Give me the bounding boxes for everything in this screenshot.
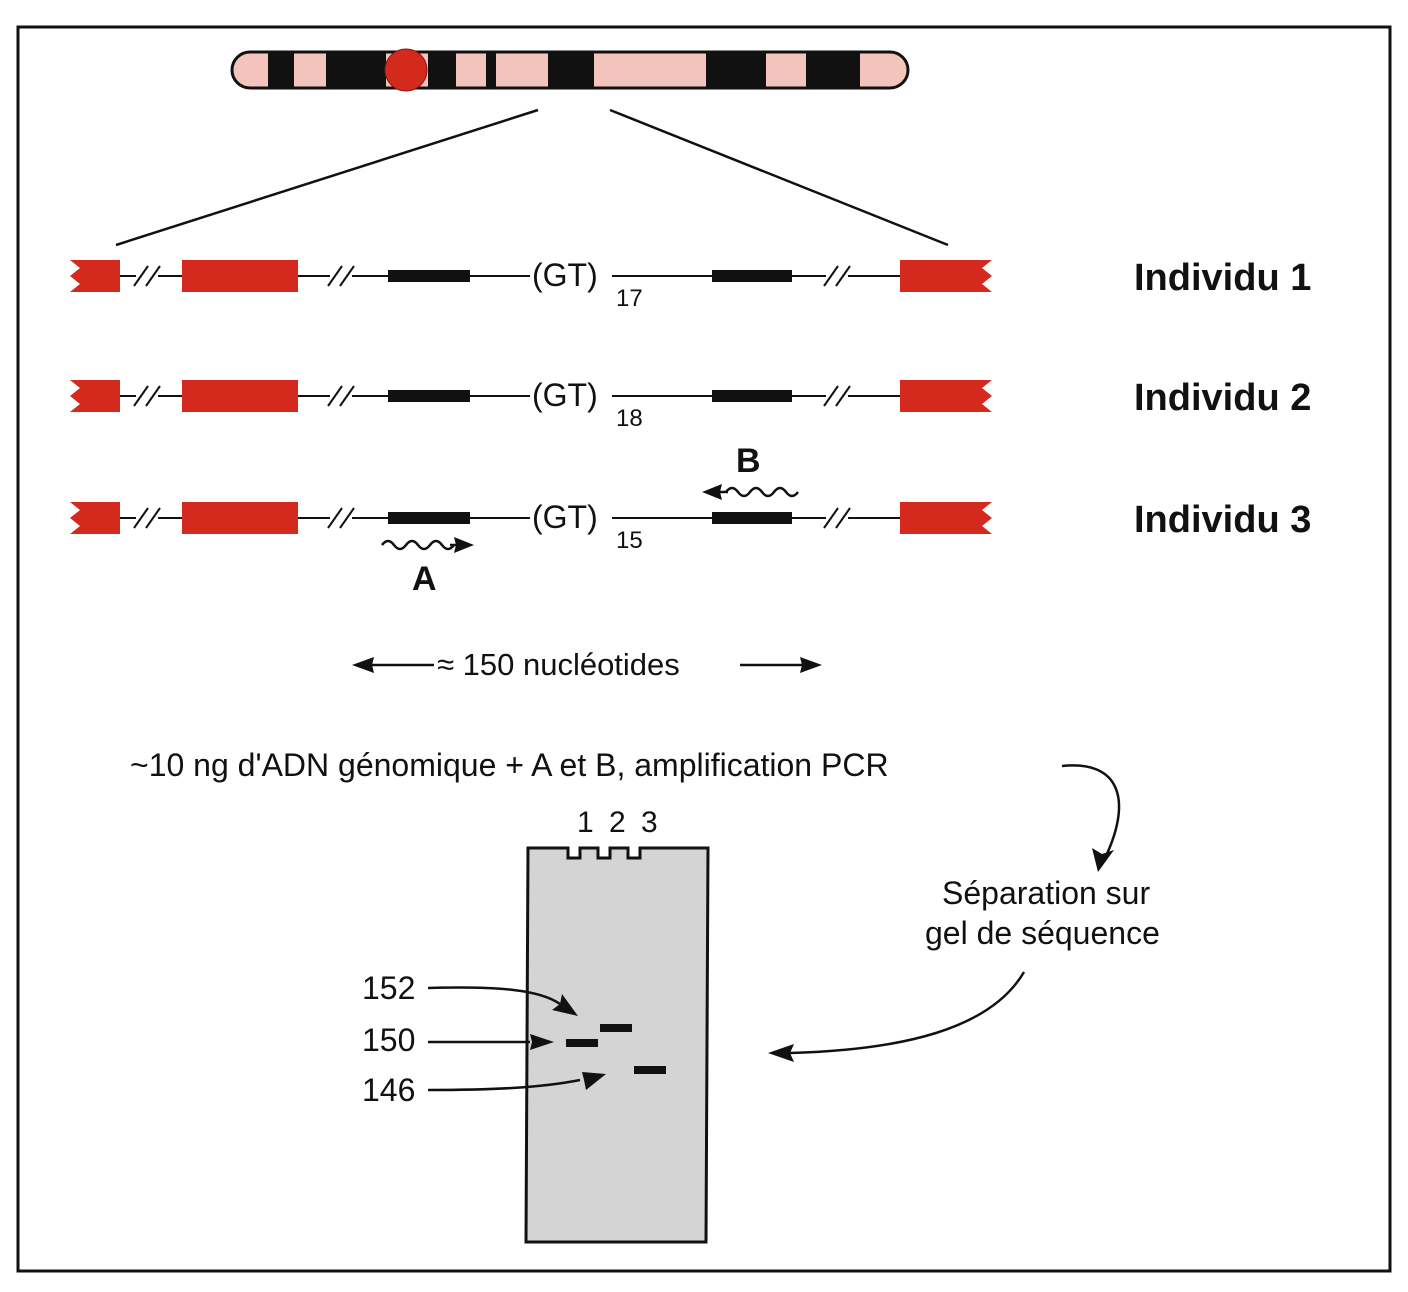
zoom-line-left	[115, 108, 539, 247]
flanking-segment-right	[712, 512, 792, 524]
gel-body	[524, 846, 710, 1244]
primer-b-arrowhead-icon	[702, 484, 722, 500]
flanking-segment-left	[388, 270, 470, 282]
primer-a-wave-icon	[381, 539, 455, 551]
size-label-146: 146	[362, 1072, 415, 1108]
size-pointer-146	[427, 1078, 581, 1092]
break-mark-icon	[133, 265, 161, 287]
separation-line-2: gel de séquence	[925, 915, 1160, 951]
dna-row-individu-1: (GT) 17 Individu 1	[70, 257, 1311, 312]
break-mark-icon	[823, 507, 851, 529]
exon-right-end	[900, 260, 992, 292]
band-lane-3-146	[634, 1066, 666, 1074]
break-mark-icon	[133, 385, 161, 407]
size-pointer-146-head-icon	[582, 1072, 606, 1090]
centromere	[384, 48, 428, 92]
size-label-152: 152	[362, 970, 415, 1006]
zoom-line-right	[609, 108, 949, 247]
repeat-count: 15	[616, 527, 643, 554]
scale-arrow-left-icon	[352, 657, 374, 673]
separation-line-1: Séparation sur	[942, 875, 1150, 911]
gel: 1 2 3	[524, 806, 710, 1244]
exon-right-end	[900, 502, 992, 534]
band-lane-2-152	[600, 1024, 632, 1032]
exon-left-end	[70, 380, 120, 412]
chromosome-band	[326, 53, 386, 87]
lane-label: 1	[577, 806, 594, 839]
size-pointer-150-head-icon	[530, 1034, 554, 1050]
repeat-label: (GT)	[532, 499, 598, 535]
repeat-count: 18	[616, 405, 643, 432]
chromosome-band	[548, 53, 594, 87]
lane-label: 2	[609, 806, 626, 839]
chromosome-band	[268, 53, 294, 87]
break-mark-icon	[327, 507, 355, 529]
primer-b: B	[702, 442, 799, 500]
exon	[182, 260, 298, 292]
exon	[182, 502, 298, 534]
chromosome	[115, 48, 949, 247]
primer-b-label: B	[736, 442, 761, 480]
size-pointer-152-head-icon	[552, 994, 578, 1016]
chromosome-band	[806, 53, 860, 87]
primer-a-arrowhead-icon	[454, 537, 474, 553]
exon	[182, 380, 298, 412]
exon-right-end	[900, 380, 992, 412]
flow-arrow-pcr	[1061, 764, 1121, 857]
chromosome-band	[428, 53, 456, 87]
flanking-segment-right	[712, 390, 792, 402]
repeat-count: 17	[616, 285, 643, 312]
scale-label: ≈ 150 nucléotides	[437, 647, 680, 682]
break-mark-icon	[327, 265, 355, 287]
flow-arrow-pcr-head-icon	[1092, 848, 1114, 872]
individual-label: Individu 1	[1134, 257, 1311, 299]
chromosome-band	[706, 53, 766, 87]
individual-label: Individu 3	[1134, 499, 1311, 541]
primer-b-wave-icon	[725, 486, 799, 498]
band-lane-1-150	[566, 1039, 598, 1047]
flow-arrow-gel-head-icon	[768, 1044, 794, 1062]
individual-label: Individu 2	[1134, 377, 1311, 419]
break-mark-icon	[823, 265, 851, 287]
primer-a: A	[381, 537, 474, 598]
flanking-segment-right	[712, 270, 792, 282]
flow-arrow-gel	[789, 971, 1026, 1055]
size-label-150: 150	[362, 1022, 415, 1058]
exon-left-end	[70, 502, 120, 534]
exon-left-end	[70, 260, 120, 292]
chromosome-band	[486, 53, 496, 87]
flanking-segment-left	[388, 512, 470, 524]
primer-a-label: A	[412, 560, 437, 598]
dna-row-individu-3: (GT) 15 Individu 3	[70, 499, 1311, 554]
dna-row-individu-2: (GT) 18 Individu 2	[70, 377, 1311, 432]
scale-arrow-right-icon	[800, 657, 822, 673]
size-pointer-152	[427, 986, 561, 1006]
repeat-label: (GT)	[532, 257, 598, 293]
break-mark-icon	[133, 507, 161, 529]
pcr-description: ~10 ng d'ADN génomique + A et B, amplifi…	[130, 747, 889, 783]
size-markers: 152 150 146	[362, 970, 606, 1108]
scale-bar: ≈ 150 nucléotides	[352, 647, 822, 682]
break-mark-icon	[327, 385, 355, 407]
flanking-segment-left	[388, 390, 470, 402]
lane-label: 3	[641, 806, 658, 839]
break-mark-icon	[823, 385, 851, 407]
repeat-label: (GT)	[532, 377, 598, 413]
